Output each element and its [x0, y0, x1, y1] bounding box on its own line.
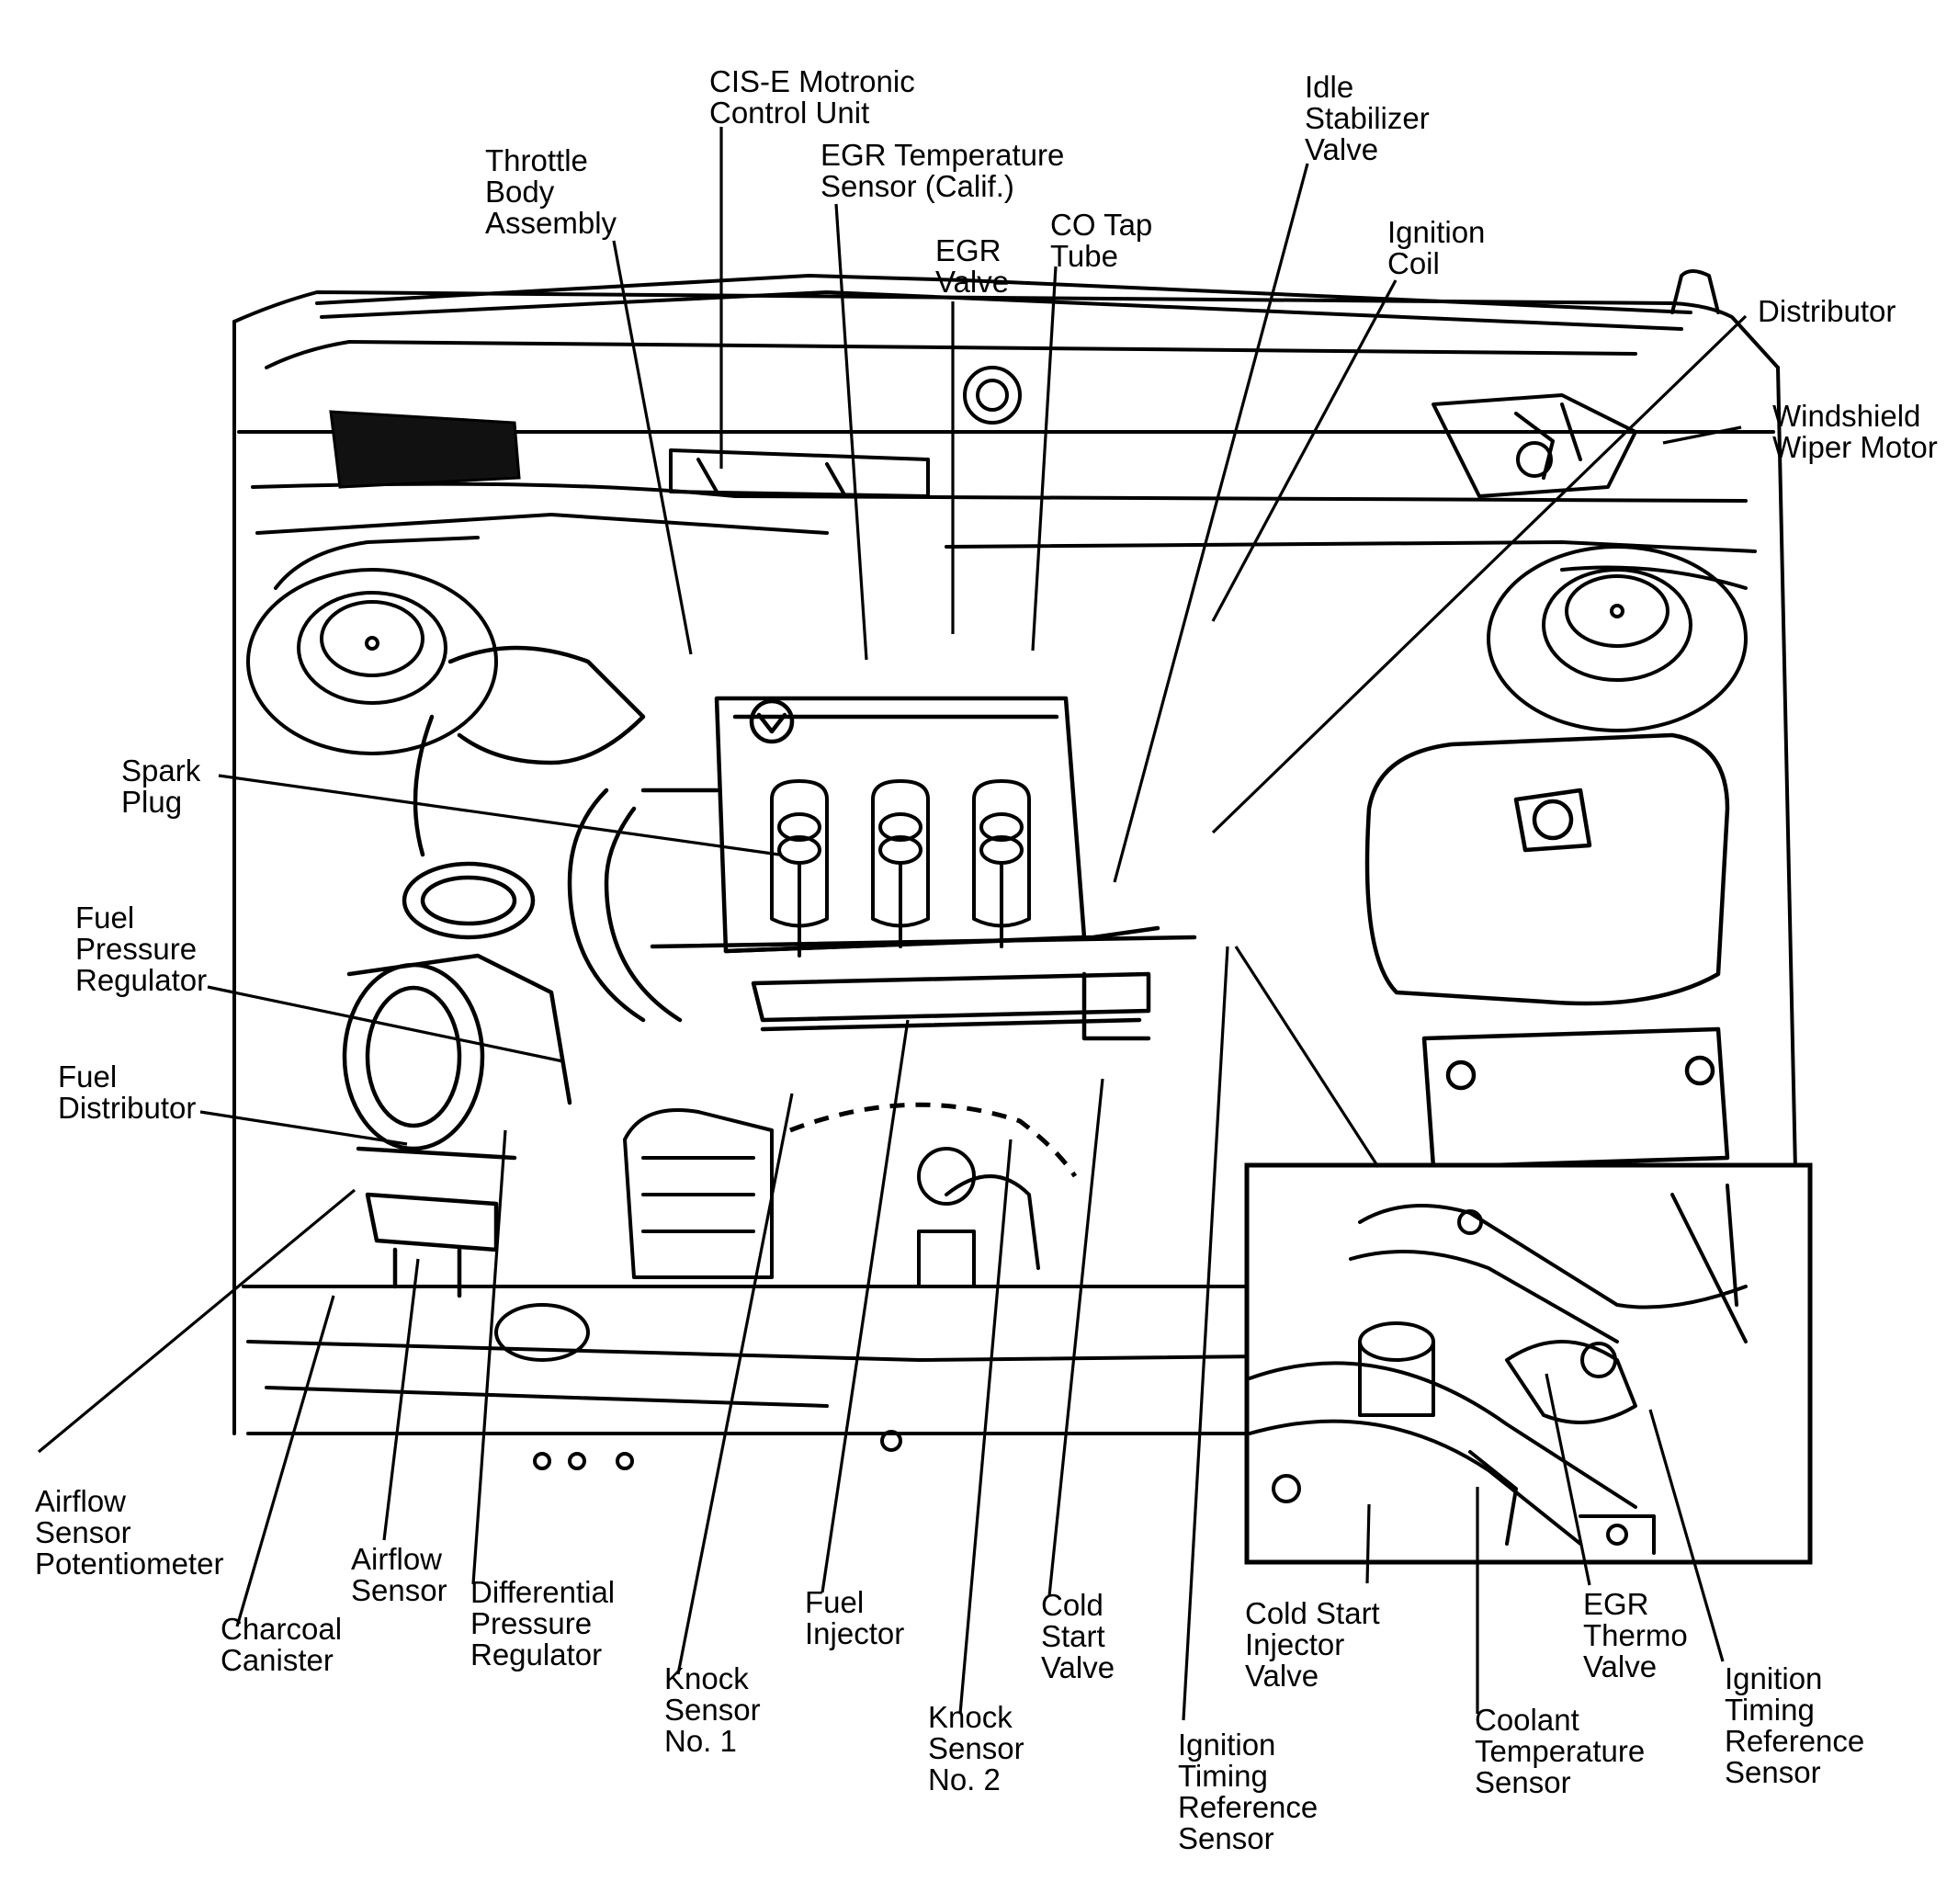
label-fuel-injector: Fuel Injector: [805, 1585, 904, 1650]
leader-egr-thermo: [1545, 1373, 1591, 1586]
label-egr-temp-sensor: EGR Temperature Sensor (Calif.): [821, 138, 1073, 203]
label-cold-start-valve: Cold Start Valve: [1041, 1588, 1115, 1684]
radiator-support: [533, 1147, 1040, 1470]
control-unit-bracket: [669, 366, 1022, 498]
label-knock-sensor-2: Knock Sensor No. 2: [928, 1700, 1033, 1796]
leader-distributor: [1211, 314, 1748, 834]
leader-differential: [471, 1129, 507, 1585]
label-idle-stabilizer: Idle Stabilizer Valve: [1305, 70, 1438, 166]
label-cis-e: CIS-E Motronic Control Unit: [709, 64, 923, 130]
wiper-motor-assembly: [1432, 393, 1637, 498]
leader-co-tap: [1031, 266, 1058, 652]
detail-inset: [1244, 1162, 1813, 1565]
knock-sensor-wire: [789, 1102, 1078, 1178]
label-charcoal-canister: Charcoal Canister: [221, 1612, 350, 1677]
battery: [1421, 1026, 1730, 1170]
label-wiper-motor: Windshield Wiper Motor: [1772, 399, 1938, 464]
leader-airflow-pot: [37, 1188, 357, 1454]
label-throttle-body: Throttle Body Assembly: [485, 143, 617, 240]
label-knock-sensor-1: Knock Sensor No. 1: [664, 1661, 769, 1758]
leader-fuel-injector: [821, 1019, 910, 1593]
label-coolant-temperature-sensor: Coolant Temperature Sensor: [1475, 1703, 1653, 1799]
leader-cold-start-inj: [1365, 1503, 1371, 1584]
right-strut-tower: [1487, 545, 1748, 732]
leader-airflow-sensor: [382, 1258, 420, 1541]
leader-fuel-pressure-reg: [207, 985, 564, 1063]
label-differential-pressure-regulator: Differential Pressure Regulator: [470, 1575, 623, 1672]
leader-ignition-timing-2: [1648, 1409, 1725, 1662]
label-co-tap-tube: CO Tap Tube: [1050, 208, 1160, 273]
firewall-recess: [329, 410, 521, 489]
left-strut-tower: [246, 568, 498, 755]
engine-valve-cover: [640, 696, 1197, 954]
leader-cold-start: [1047, 1078, 1104, 1597]
label-airflow-sensor-potentiometer: Airflow Sensor Potentiometer: [35, 1484, 223, 1581]
label-fuel-distributor: Fuel Distributor: [58, 1060, 196, 1125]
coolant-reservoir: [1364, 732, 1730, 1006]
leader-idle-stabilizer: [1113, 163, 1309, 883]
label-spark-plug: Spark Plug: [121, 754, 209, 819]
leader-ignition-timing-1: [1182, 946, 1229, 1721]
alternator: [494, 1108, 774, 1362]
leader-spark-plug: [218, 774, 780, 856]
leader-fuel-distributor: [199, 1110, 408, 1146]
label-distributor: Distributor: [1758, 294, 1896, 328]
label-ignition-timing-reference-sensor-1: Ignition Timing Reference Sensor: [1178, 1728, 1326, 1855]
leader-knock-1: [676, 1093, 794, 1675]
air-intake: [342, 645, 646, 1298]
leader-ignition-coil: [1211, 279, 1398, 622]
fuel-rail: [567, 788, 1151, 1041]
label-cold-start-injector-valve: Cold Start Injector Valve: [1245, 1596, 1388, 1693]
label-ignition-coil: Ignition Coil: [1387, 215, 1494, 280]
label-airflow-sensor: Airflow Sensor: [351, 1542, 450, 1607]
leader-wiper-motor: [1662, 425, 1742, 445]
leader-knock-2: [958, 1139, 1013, 1715]
leader-ignition-timing-1b: [1234, 946, 1380, 1168]
label-egr-thermo-valve: EGR Thermo Valve: [1583, 1587, 1696, 1683]
leader-lines: [37, 127, 1748, 1721]
spark-plug-wells: [770, 779, 1031, 958]
callout-labels: CIS-E Motronic Control Unit Throttle Bod…: [35, 64, 1938, 1855]
leader-throttle-body: [612, 240, 693, 655]
label-egr-valve: EGR Valve: [935, 233, 1010, 299]
label-fuel-pressure-regulator: Fuel Pressure Regulator: [75, 901, 207, 997]
leader-charcoal: [235, 1295, 335, 1627]
label-ignition-timing-reference-sensor-2: Ignition Timing Reference Sensor: [1725, 1661, 1873, 1789]
leader-egr-temp: [834, 203, 868, 661]
